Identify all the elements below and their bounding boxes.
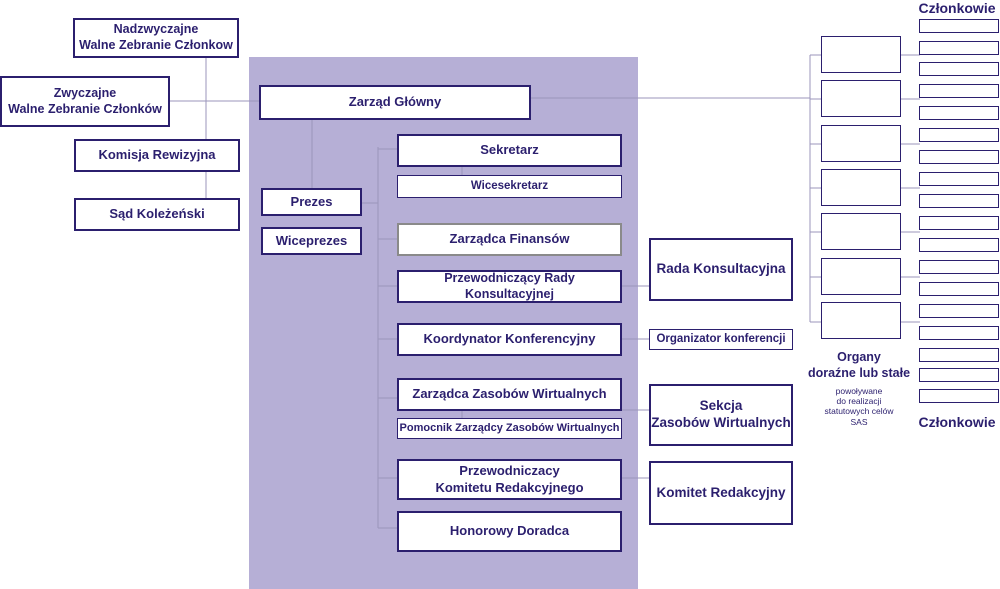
- member-box: [919, 368, 999, 382]
- organ-box: [821, 258, 901, 295]
- organ-box: [821, 80, 901, 117]
- virtual-resources-assistant-box: Pomocnik Zarządcy Zasobów Wirtualnych: [397, 418, 622, 439]
- extraordinary-general-meeting-box: Nadzwyczajne Walne Zebranie Członkow: [73, 18, 239, 58]
- member-box: [919, 62, 999, 76]
- member-box: [919, 282, 999, 296]
- organ-box: [821, 213, 901, 250]
- secretary-box: Sekretarz: [397, 134, 622, 167]
- member-box: [919, 216, 999, 230]
- main-board-box: Zarząd Główny: [259, 85, 531, 120]
- member-box: [919, 238, 999, 252]
- member-box: [919, 304, 999, 318]
- member-box: [919, 260, 999, 274]
- ordinary-general-meeting-box: Zwyczajne Walne Zebranie Członków: [0, 76, 170, 127]
- honorary-advisor-box: Honorowy Doradca: [397, 511, 622, 552]
- member-box: [919, 194, 999, 208]
- member-box: [919, 19, 999, 33]
- president-box: Prezes: [261, 188, 362, 216]
- organs-note: powoływane do realizacji statutowych cel…: [824, 386, 894, 427]
- advisory-chair-box: Przewodniczący Rady Konsultacyjnej: [397, 270, 622, 303]
- members-title-bottom: Członkowie: [918, 414, 996, 430]
- editorial-chair-box: Przewodniczacy Komitetu Redakcyjnego: [397, 459, 622, 500]
- member-box: [919, 128, 999, 142]
- peer-court-box: Sąd Koleżeński: [74, 198, 240, 231]
- member-box: [919, 41, 999, 55]
- vice-secretary-box: Wicesekretarz: [397, 175, 622, 198]
- conference-organizer-box: Organizator konferencji: [649, 329, 793, 350]
- editorial-committee-box: Komitet Redakcyjny: [649, 461, 793, 525]
- virtual-resources-manager-box: Zarządca Zasobów Wirtualnych: [397, 378, 622, 411]
- organ-box: [821, 302, 901, 339]
- member-box: [919, 172, 999, 186]
- vice-president-box: Wiceprezes: [261, 227, 362, 255]
- member-box: [919, 326, 999, 340]
- member-box: [919, 106, 999, 120]
- organ-box: [821, 125, 901, 162]
- virtual-resources-section-box: Sekcja Zasobów Wirtualnych: [649, 384, 793, 446]
- member-box: [919, 389, 999, 403]
- member-box: [919, 84, 999, 98]
- organs-title: Organy doraźne lub stałe: [807, 350, 911, 381]
- advisory-council-box: Rada Konsultacyjna: [649, 238, 793, 301]
- organ-box: [821, 169, 901, 206]
- finance-manager-box: Zarządca Finansów: [397, 223, 622, 256]
- member-box: [919, 348, 999, 362]
- member-box: [919, 150, 999, 164]
- members-title-top: Członkowie: [918, 0, 996, 16]
- audit-committee-box: Komisja Rewizyjna: [74, 139, 240, 172]
- organ-box: [821, 36, 901, 73]
- conference-coordinator-box: Koordynator Konferencyjny: [397, 323, 622, 356]
